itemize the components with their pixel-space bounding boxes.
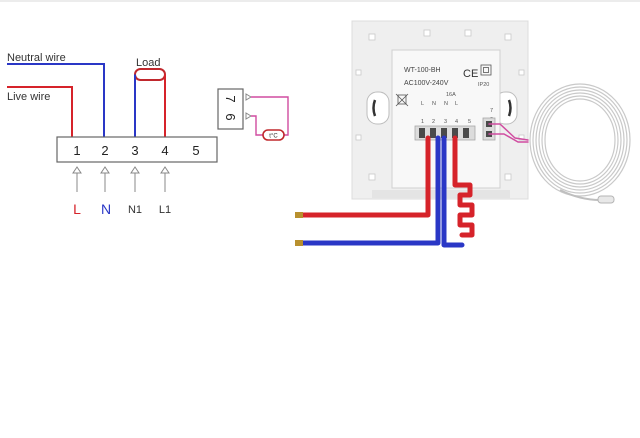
mounting-slot-right-hole [507,99,512,117]
terminal-3: 3 [131,143,138,158]
device-rating: AC100V-240V [404,80,449,87]
sensor-wire-7 [251,96,289,136]
schematic-left: Neutral wire Live wire Load 1 2 3 4 5 L [7,52,289,217]
terminal-4-arrow-icon [160,166,170,174]
device-number-1: 1 [421,119,424,125]
terminal-label-L: L [73,201,81,217]
terminal-1-arrow-icon [72,166,82,174]
screw-tab-r2 [518,134,525,141]
screw-tab-tl [368,33,376,41]
device-letter-3: N [444,101,448,107]
device-number-4: 4 [455,119,458,125]
mounting-slot-left [366,91,390,125]
live-wire-label: Live wire [7,91,50,103]
load-element [134,68,166,81]
screw-tab-r1 [518,69,525,76]
device-wiring [297,123,529,248]
double-insulation-icon [480,64,492,76]
device-current: 16A [446,92,456,98]
sensor-cable-tail [559,189,601,201]
ip-rating: IP20 [478,82,489,88]
sensor-probe [597,195,615,204]
terminal-label-L1: L1 [159,204,171,216]
device-screw-5 [463,128,469,138]
device-letter-4: L [455,101,458,107]
screw-tab-tr [504,33,512,41]
device-screw-2 [430,128,436,138]
weee-bin-icon [395,93,409,107]
device-sensor-7: 7 [490,108,493,114]
terminal-5: 5 [192,143,199,158]
live-wire [7,86,73,137]
device-screw-4 [452,128,458,138]
terminal-3-arrow-icon [130,166,140,174]
neutral-wire-label: Neutral wire [7,52,66,64]
screw-tab-t1 [423,29,431,37]
screw-tab-l1 [355,69,362,76]
device-screw-1 [419,128,425,138]
device-bottom-edge [372,190,510,198]
device-letter-2: N [432,101,436,107]
double-insulation-icon-inner [483,67,489,73]
device-screw-3 [441,128,447,138]
terminal-2: 2 [101,143,108,158]
temperature-sensor-label: t°C [269,134,278,140]
device-number-5: 5 [468,119,471,125]
device-model: WT-100-BH [404,67,441,74]
device-number-3: 3 [444,119,447,125]
sensor-arrow-6-icon [245,112,252,120]
device-load-neutral [441,135,465,248]
device-live-wire [297,135,431,218]
sensor-terminal-6: 6 [223,113,238,120]
device-letter-1: L [421,101,424,107]
device-number-2: 2 [432,119,435,125]
sensor-wire-6 [251,115,263,136]
load-label: Load [136,57,160,69]
screw-tab-l2 [355,134,362,141]
terminal-4: 4 [161,143,168,158]
mounting-slot-left-hole [372,99,377,117]
screw-tab-bl [368,173,376,181]
device-sensor-wire-8 [488,133,529,143]
temperature-sensor [262,129,285,141]
terminal-label-N1: N1 [128,204,142,216]
neutral-wire-ferrule [295,240,303,246]
screw-tab-br [504,173,512,181]
terminal-1: 1 [73,143,80,158]
sensor-terminal-block [217,88,244,130]
neutral-wire [7,63,105,137]
device-heating-element [452,135,475,238]
ce-mark: CE [463,68,478,80]
screw-tab-t2 [464,29,472,37]
device-sensor-wire-7 [488,123,529,141]
sensor-arrow-7-icon [245,93,252,101]
terminal-label-N: N [101,201,111,217]
terminal-2-arrow-icon [100,166,110,174]
sensor-cable-coil [529,83,631,197]
sensor-terminal-7: 7 [223,95,238,102]
live-wire-ferrule [295,212,303,218]
device-neutral-wire [297,135,441,246]
terminal-block [56,136,218,163]
